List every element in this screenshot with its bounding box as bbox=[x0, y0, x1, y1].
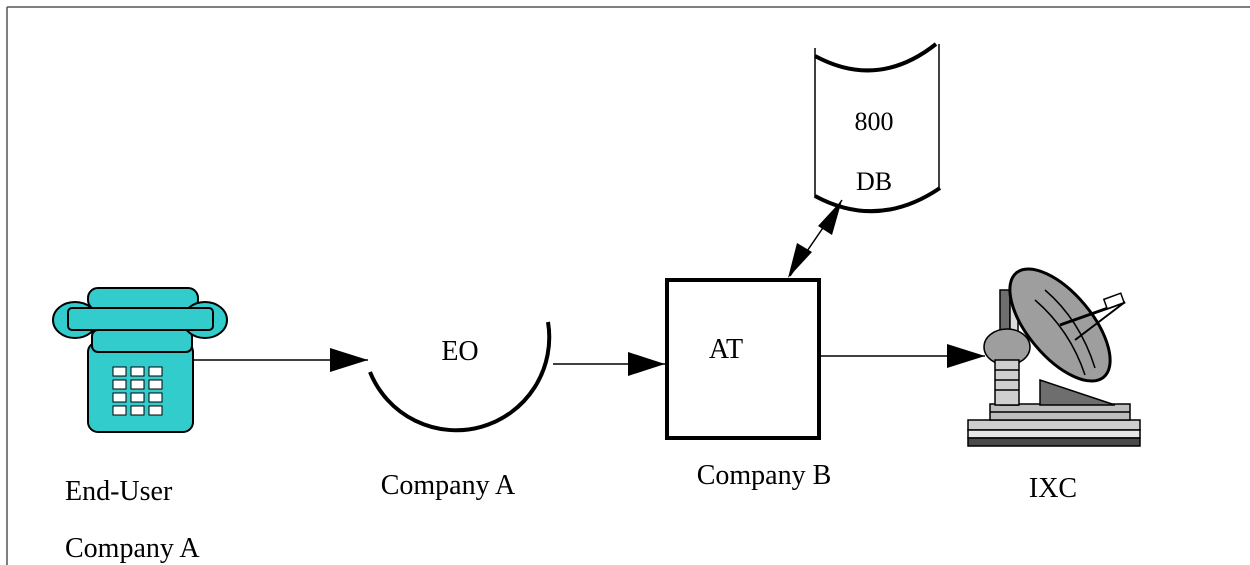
edge-at-db-arrowhead-db bbox=[818, 200, 842, 235]
ixc-caption: IXC bbox=[1029, 473, 1077, 504]
at-node-box bbox=[665, 278, 821, 440]
edge-enduser-to-eo-arrowhead bbox=[330, 348, 368, 372]
edge-eo-to-at-arrowhead bbox=[628, 352, 665, 376]
eo-label: EO bbox=[441, 336, 478, 367]
at-caption: Company B bbox=[697, 460, 832, 491]
db-label-text: DB bbox=[856, 167, 892, 196]
edge-at-db-arrowhead-at bbox=[788, 243, 812, 278]
end-user-caption-line1: End-User bbox=[65, 476, 173, 507]
db-node-shape bbox=[814, 42, 942, 214]
at-label: AT bbox=[709, 334, 743, 365]
end-user-caption-line2: Company A bbox=[65, 533, 200, 564]
edge-at-to-ixc-arrowhead bbox=[947, 344, 985, 368]
satellite-dish-icon bbox=[967, 267, 1141, 447]
telephone-icon bbox=[52, 287, 228, 433]
eo-node-shape bbox=[368, 321, 552, 433]
eo-caption: Company A bbox=[381, 470, 516, 501]
db-label-number: 800 bbox=[855, 107, 894, 136]
